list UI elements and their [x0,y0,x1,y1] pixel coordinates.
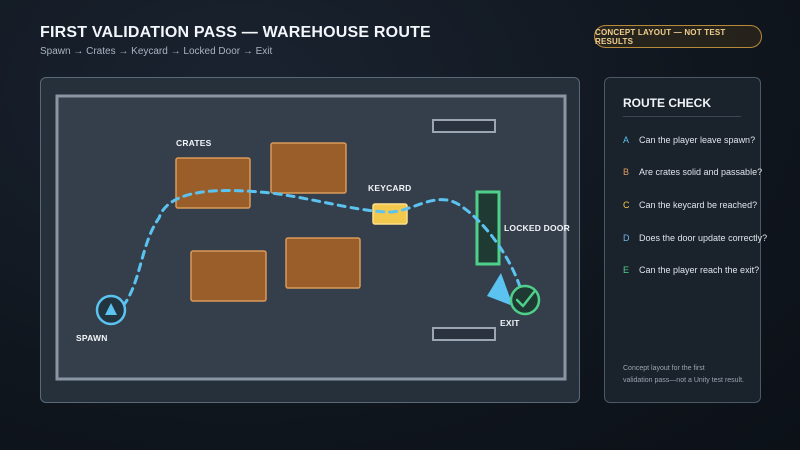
route-summary: Spawn → Crates → Keycard → Locked Door →… [40,46,273,57]
exit-marker [509,284,541,316]
check-circle-icon [515,290,536,308]
check-letter: C [623,200,630,210]
route-check-panel: ROUTE CHECK A Can the player leave spawn… [604,77,767,403]
check-item-a: A Can the player leave spawn? [623,135,755,145]
triangle-up-icon [105,303,117,315]
check-text: Can the player leave spawn? [639,135,756,145]
exit-label: EXIT [500,318,520,328]
crates-label: CRATES [176,138,212,148]
check-text: Does the door update correctly? [639,233,768,243]
check-item-b: B Are crates solid and passable? [623,167,762,177]
check-text: Can the player reach the exit? [639,265,760,275]
check-text: Can the keycard be reached? [639,200,758,210]
concept-note: Concept layout for the first validation … [623,363,744,387]
crate-2 [270,142,347,194]
check-text: Are crates solid and passable? [639,167,763,177]
crate-4 [285,237,361,289]
concept-note-line-1: Concept layout for the first [623,365,705,372]
page-title: FIRST VALIDATION PASS — WAREHOUSE ROUTE [40,24,431,41]
concept-badge: CONCEPT LAYOUT — NOT TEST RESULTS [594,25,762,48]
wall-top [432,119,496,133]
wall-bottom [432,327,496,341]
check-item-d: D Does the door update correctly? [623,233,767,243]
check-letter: D [623,233,630,243]
check-item-c: C Can the keycard be reached? [623,200,757,210]
spawn-label: SPAWN [76,333,108,343]
crate-3 [190,250,267,302]
route-path [121,189,523,308]
divider [623,116,741,117]
check-letter: A [623,135,630,145]
warehouse-map-panel: CRATES KEYCARD LOCKED DOOR EXIT SPAWN [40,77,580,403]
keycard-pickup [372,203,408,225]
warehouse-map [55,94,567,381]
keycard-label: KEYCARD [368,183,412,193]
arrow-head-icon [487,273,513,306]
check-letter: E [623,265,630,275]
check-letter: B [623,167,630,177]
locked-door [475,190,501,266]
check-item-e: E Can the player reach the exit? [623,265,759,275]
route-check-title: ROUTE CHECK [623,96,712,110]
crate-1 [175,157,251,209]
locked-door-label: LOCKED DOOR [504,223,570,233]
concept-note-line-2: validation pass—not a Unity test result. [623,377,745,384]
